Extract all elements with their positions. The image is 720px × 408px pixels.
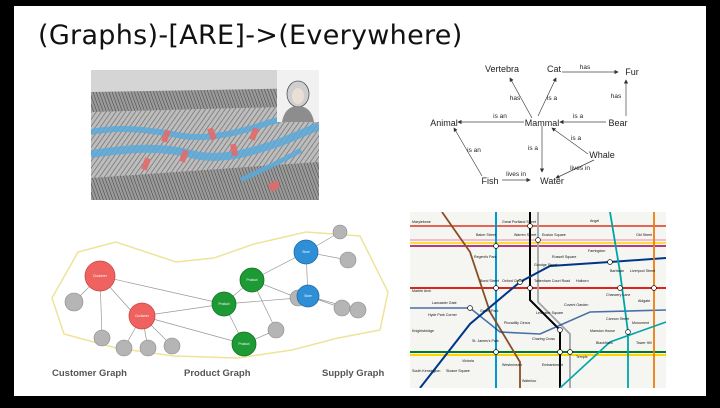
station-label: Tower Hill [636, 341, 652, 345]
konigsberg-engraving-image [90, 70, 321, 200]
edge-label-bear-fur: has [611, 93, 622, 100]
station-label: Lancaster Gate [432, 301, 457, 305]
station-label: Old Street [636, 233, 652, 237]
station-label: Baker Street [476, 233, 496, 237]
product-node-label: Product [239, 342, 250, 346]
slide: (Graphs)-[ARE]->(Everywhere) [14, 6, 706, 396]
edge-label-whale-lives-in: lives in [570, 165, 590, 172]
node-fish: Fish [481, 176, 498, 186]
station-label: Knightsbridge [412, 329, 434, 333]
edge-label-fish-lives-in: lives in [506, 171, 526, 178]
station-label: Marble Arch [412, 289, 431, 293]
station-label: Barbican [610, 269, 624, 273]
station-label: Piccadilly Circus [504, 321, 530, 325]
station-label: Russell Square [552, 255, 576, 259]
station-label: Regent's Park [474, 255, 497, 259]
station-label: Hyde Park Corner [428, 313, 458, 317]
product-node-label: Product [219, 302, 230, 306]
station-label: Sloane Square [446, 369, 470, 373]
node-vertebra: Vertebra [485, 64, 519, 74]
station-label: Holborn [576, 279, 589, 283]
station-label: Monument [632, 321, 649, 325]
station-label: Chancery Lane [606, 293, 630, 297]
station-label: Bond Street [480, 279, 499, 283]
semantic-network-diagram: Vertebra Cat Fur Animal Mammal Bear Whal… [426, 58, 656, 188]
station-label: Goodge Street [534, 263, 557, 267]
customer-node-label: Customer [135, 314, 150, 318]
station-label: Euston Square [542, 233, 566, 237]
station-label: Great Portland Street [502, 220, 536, 224]
node-mammal: Mammal [525, 118, 560, 128]
node-water: Water [540, 176, 564, 186]
station-label: Waterloo [522, 379, 536, 383]
edge-label-whale-mammal: is a [571, 135, 582, 142]
knowledge-graph-diagram: Customer Customer Product Product Produc… [44, 222, 394, 368]
slide-title: (Graphs)-[ARE]->(Everywhere) [38, 20, 463, 51]
edge-label-mammal-vertebra: has [510, 95, 521, 102]
station-label: Farringdon [588, 249, 605, 253]
edge-label-bear-mammal: is a [573, 113, 584, 120]
station-label: Aldgate [638, 299, 650, 303]
station-label: Embankment [542, 363, 563, 367]
semantic-edge-labels: has has is a has is an is a is a is an i… [467, 64, 622, 178]
station-label: Covent Garden [564, 303, 588, 307]
station-label: Leicester Square [536, 311, 563, 315]
edge-label-mammal-animal: is an [493, 113, 507, 120]
subway-map-image: Marylebone Baker Street Great Portland S… [410, 211, 667, 389]
edge-label-cat-fur: has [580, 64, 591, 71]
store-node-label: Store [304, 294, 312, 298]
station-label: Green Park [480, 309, 499, 313]
station-label: Marylebone [412, 220, 431, 224]
edge-label-fish-animal: is an [467, 147, 481, 154]
edge-label-fish-water: is a [528, 145, 539, 152]
node-cat: Cat [547, 64, 562, 74]
station-label: Blackfriars [596, 341, 613, 345]
station-label: Westminster [502, 363, 523, 367]
node-whale: Whale [589, 150, 615, 160]
station-label: Temple [576, 355, 588, 359]
caption-product-graph: Product Graph [184, 368, 251, 379]
caption-supply-graph: Supply Graph [322, 368, 385, 379]
station-label: Angel [590, 219, 599, 223]
station-label: Victoria [462, 359, 474, 363]
node-animal: Animal [430, 118, 458, 128]
station-label: Oxford Circus [502, 279, 524, 283]
semantic-node-labels: Vertebra Cat Fur Animal Mammal Bear Whal… [430, 64, 639, 186]
station-label: St. James's Park [472, 339, 499, 343]
station-label: Charing Cross [532, 337, 555, 341]
station-label: South Kensington [412, 369, 440, 373]
caption-customer-graph: Customer Graph [52, 368, 127, 379]
node-fur: Fur [625, 67, 639, 77]
station-label: Cannon Street [606, 317, 629, 321]
station-label: Liverpool Street [630, 269, 655, 273]
station-label: Mansion House [590, 329, 615, 333]
product-node-label: Product [247, 278, 258, 282]
customer-node-label: Customer [93, 274, 108, 278]
edge-label-cat-mammal: is a [547, 95, 558, 102]
store-node-label: Store [302, 250, 310, 254]
node-bear: Bear [608, 118, 627, 128]
station-label: Warren Street [514, 233, 536, 237]
station-label: Tottenham Court Road [534, 279, 570, 283]
graph-outline [51, 231, 389, 359]
